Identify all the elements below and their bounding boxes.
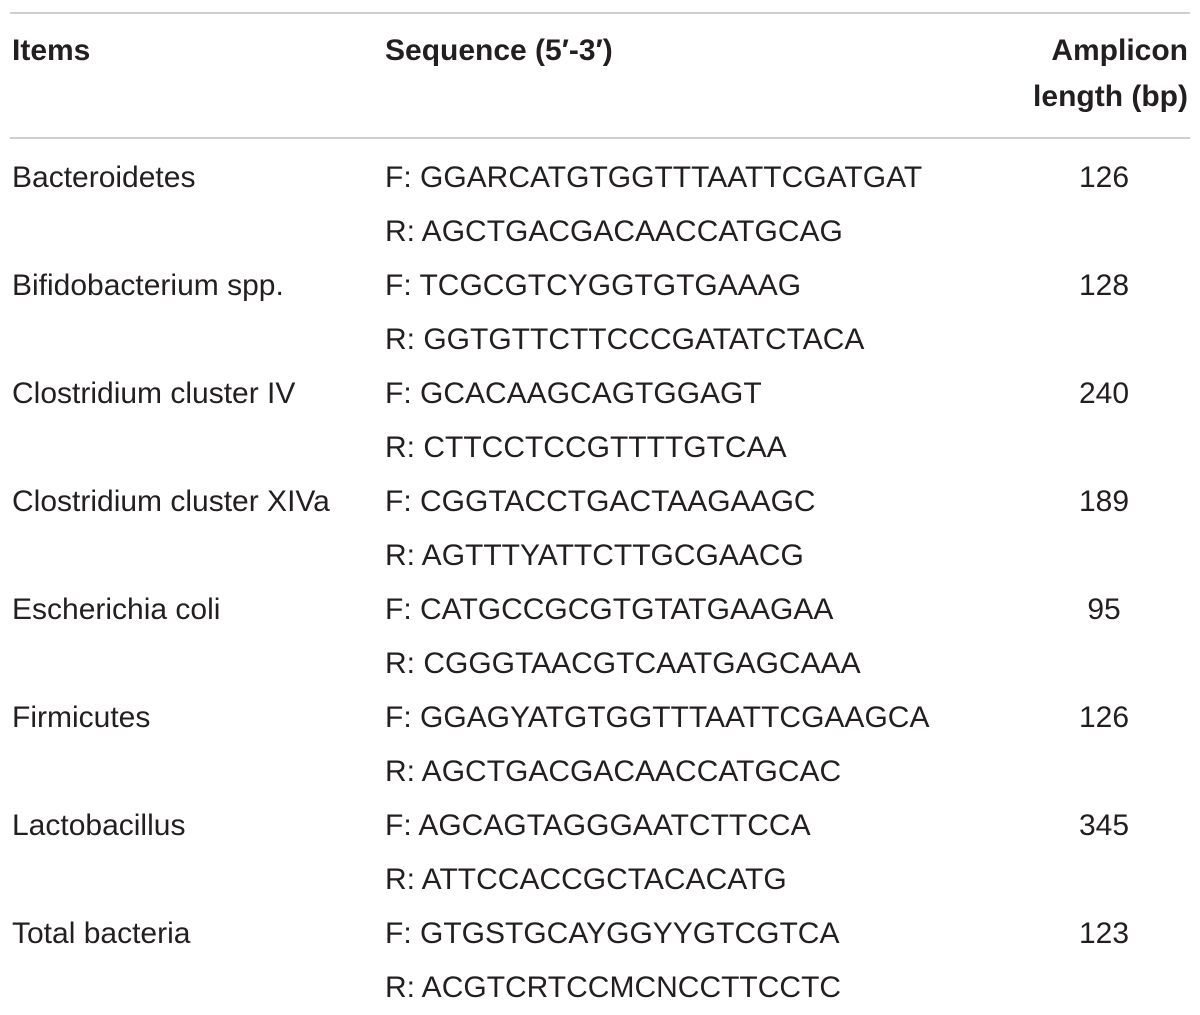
header-amplicon-length-line2: length (bp) xyxy=(1033,80,1188,113)
table-cell-item: Bifidobacterium spp. xyxy=(12,269,284,302)
table-cell-amplicon-length: 240 xyxy=(1078,377,1130,410)
top-rule xyxy=(10,12,1190,14)
table-cell-forward-primer: F: GGARCATGTGGTTTAATTCGATGAT xyxy=(385,161,923,194)
table-cell-item: Lactobacillus xyxy=(12,809,186,842)
table-cell-forward-primer: F: GCACAAGCAGTGGAGT xyxy=(385,377,762,410)
header-amplicon-length: Amplicon length (bp) xyxy=(968,28,1188,120)
header-items: Items xyxy=(12,34,91,67)
table-cell-forward-primer: F: AGCAGTAGGGAATCTTCCA xyxy=(385,809,811,842)
table-cell-amplicon-length: 126 xyxy=(1078,161,1130,194)
table-cell-reverse-primer: R: AGTTTYATTCTTGCGAACG xyxy=(385,539,804,572)
table-cell-amplicon-length: 189 xyxy=(1078,485,1130,518)
table-cell-amplicon-length: 123 xyxy=(1078,917,1130,950)
table-cell-item: Escherichia coli xyxy=(12,593,221,626)
table-cell-forward-primer: F: TCGCGTCYGGTGTGAAAG xyxy=(385,269,802,302)
table-cell-reverse-primer: R: ATTCCACCGCTACACATG xyxy=(385,863,787,896)
table-cell-forward-primer: F: GGAGYATGTGGTTTAATTCGAAGCA xyxy=(385,701,930,734)
header-sequence: Sequence (5′-3′) xyxy=(385,34,613,67)
header-amplicon-length-line1: Amplicon xyxy=(1051,34,1188,67)
table-cell-forward-primer: F: CATGCCGCGTGTATGAAGAA xyxy=(385,593,834,626)
table-cell-amplicon-length: 126 xyxy=(1078,701,1130,734)
table-cell-reverse-primer: R: GGTGTTCTTCCCGATATCTACA xyxy=(385,323,865,356)
table-cell-item: Total bacteria xyxy=(12,917,191,950)
header-rule xyxy=(10,137,1190,139)
table-cell-reverse-primer: R: AGCTGACGACAACCATGCAC xyxy=(385,755,842,788)
table-cell-reverse-primer: R: ACGTCRTCCMCNCCTTCCTC xyxy=(385,971,842,1004)
table-cell-forward-primer: F: GTGSTGCAYGGYYGTCGTCA xyxy=(385,917,840,950)
table-cell-item: Bacteroidetes xyxy=(12,161,196,194)
table-cell-item: Clostridium cluster XIVa xyxy=(12,485,330,518)
table-cell-reverse-primer: R: CTTCCTCCGTTTTGTCAA xyxy=(385,431,787,464)
table-cell-amplicon-length: 345 xyxy=(1078,809,1130,842)
table-cell-reverse-primer: R: CGGGTAACGTCAATGAGCAAA xyxy=(385,647,861,680)
table-cell-forward-primer: F: CGGTACCTGACTAAGAAGC xyxy=(385,485,816,518)
table-cell-amplicon-length: 95 xyxy=(1087,593,1121,626)
table-cell-amplicon-length: 128 xyxy=(1078,269,1130,302)
table-cell-item: Firmicutes xyxy=(12,701,151,734)
table-cell-item: Clostridium cluster IV xyxy=(12,377,296,410)
table-cell-reverse-primer: R: AGCTGACGACAACCATGCAG xyxy=(385,215,843,248)
